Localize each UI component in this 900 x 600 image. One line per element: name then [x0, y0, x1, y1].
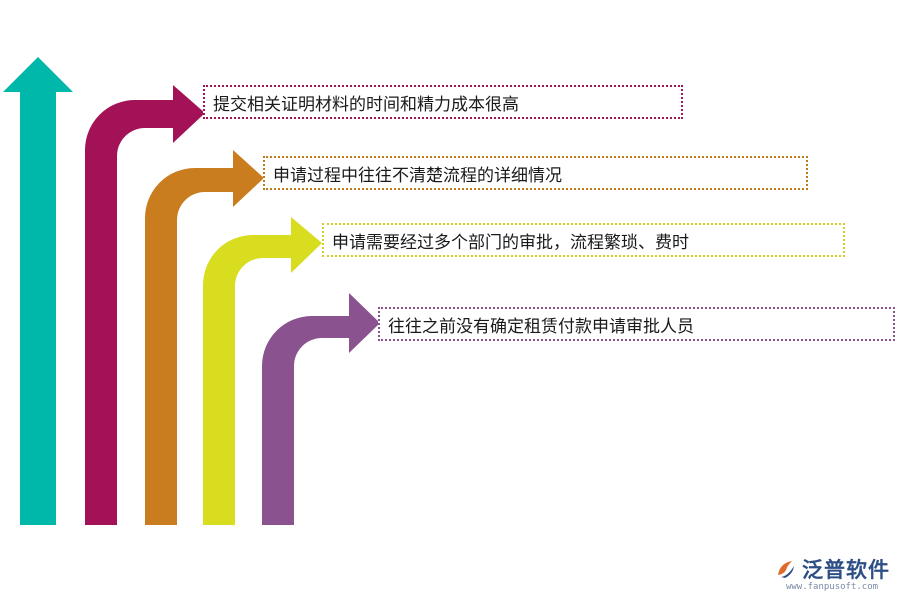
label-box-3: 申请需要经过多个部门的审批，流程繁琐、费时 [322, 223, 845, 257]
label-box-1: 提交相关证明材料的时间和精力成本很高 [203, 85, 683, 119]
arrow-bent-yellow [203, 217, 322, 525]
arrow-bent-orange [145, 150, 264, 525]
arrow-bent-purple [262, 293, 380, 525]
fanpu-logo-icon [778, 561, 794, 578]
label-text-4: 往往之前没有确定租赁付款申请审批人员 [388, 316, 694, 337]
label-box-4: 往往之前没有确定租赁付款申请审批人员 [378, 307, 895, 341]
arrow-straight-teal [3, 57, 73, 525]
label-text-1: 提交相关证明材料的时间和精力成本很高 [213, 94, 519, 115]
label-text-3: 申请需要经过多个部门的审批，流程繁琐、费时 [332, 232, 689, 253]
label-text-2: 申请过程中往往不清楚流程的详细情况 [273, 165, 562, 186]
label-box-2: 申请过程中往往不清楚流程的详细情况 [263, 156, 808, 190]
watermark-name: 泛普软件 [802, 558, 890, 582]
watermark: 泛普软件 www.fanpusoft.com [774, 554, 890, 592]
watermark-url: www.fanpusoft.com [785, 582, 879, 592]
arrow-bent-magenta-body [85, 85, 205, 525]
